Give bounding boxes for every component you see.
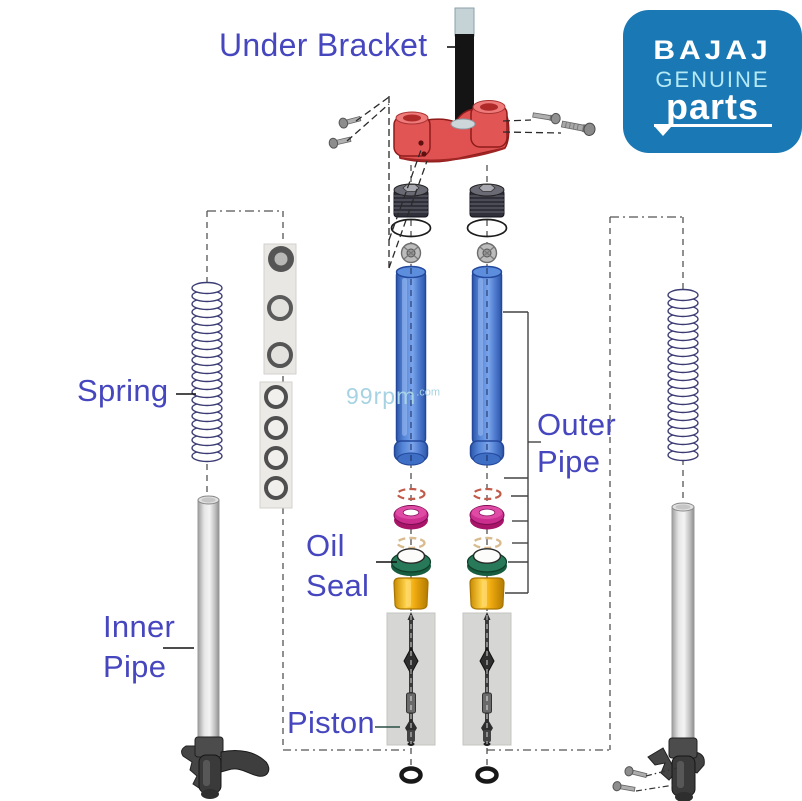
down-arrow-icon <box>654 127 671 136</box>
left-fork-bottom <box>181 736 270 799</box>
left-bolt-leader-lines <box>346 96 428 269</box>
watermark: 99rpm.com <box>346 383 440 410</box>
label-pointer-lines <box>163 46 460 728</box>
axle-bolt-leader-lines <box>635 767 678 792</box>
washer-photo-strip-bottom <box>259 381 293 509</box>
watermark-name: 99rpm <box>346 383 417 409</box>
label-oil-seal-line2: Seal <box>306 568 370 603</box>
parts-underline <box>653 124 772 137</box>
right-spring <box>667 288 699 462</box>
pinch-bolt-large <box>560 120 596 137</box>
pinch-bolt <box>338 115 362 129</box>
right-bolt-leader-lines <box>502 119 562 134</box>
label-outer-pipe-line2: Pipe <box>537 444 601 479</box>
pinch-bolt <box>532 112 561 125</box>
label-inner-pipe-line1: Inner <box>103 609 176 644</box>
label-outer-pipe-line1: Outer <box>537 407 617 442</box>
right-inner-pipe <box>612 502 705 801</box>
bajaj-wordmark: BAJAJ <box>653 36 772 66</box>
left-inner-pipe <box>181 495 270 799</box>
axle-bolt-small <box>612 781 636 792</box>
bajaj-logo-badge: BAJAJ GENUINE parts <box>623 10 802 153</box>
logo-parts-text: parts <box>665 86 760 127</box>
right-fork-bottom <box>647 737 705 801</box>
pinch-bolt <box>328 136 352 149</box>
label-piston: Piston <box>287 705 375 740</box>
under-bracket-part <box>393 100 510 163</box>
label-oil-seal-line1: Oil <box>306 528 345 563</box>
label-inner-pipe-line2: Pipe <box>103 649 167 684</box>
right-fork-column <box>463 165 511 782</box>
left-spring <box>191 281 223 463</box>
left-fork-column <box>387 165 435 782</box>
logo-genuine-text: GENUINE <box>655 67 770 92</box>
outer-pipe-callout-bracket <box>503 311 541 594</box>
washer-photo-strip-top <box>263 243 297 375</box>
label-under-bracket: Under Bracket <box>219 27 428 63</box>
label-spring: Spring <box>77 373 169 408</box>
axle-bolt-small <box>624 766 648 779</box>
watermark-tld: .com <box>416 386 441 399</box>
